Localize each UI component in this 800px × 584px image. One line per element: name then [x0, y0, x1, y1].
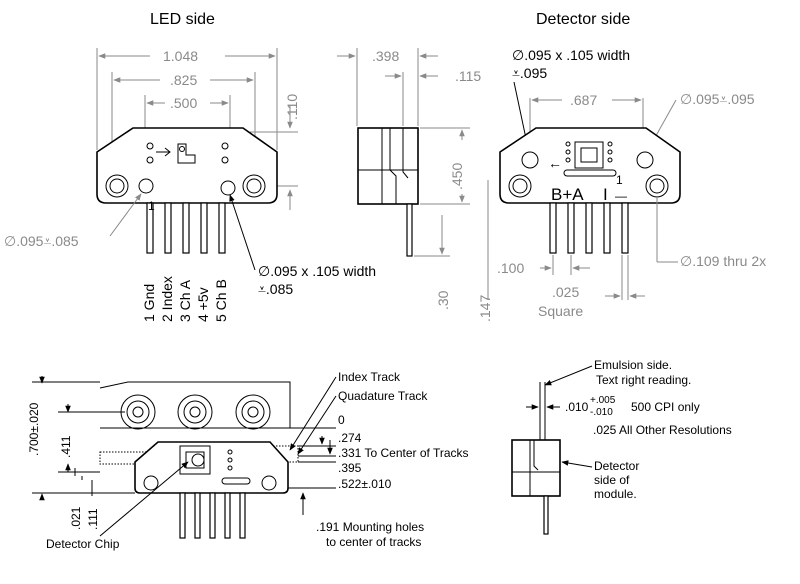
label-emulsion-1: Emulsion side. — [594, 358, 672, 372]
detector-side-title: Detector side — [536, 11, 630, 28]
det-slot-note-1: ∅.095 x .105 width — [512, 47, 630, 63]
bottom-right-detail: Emulsion side. Text right reading. .010 … — [511, 358, 732, 535]
label-index-track: Index Track — [338, 370, 401, 384]
label-274: .274 — [338, 431, 362, 445]
led-slot-note-1: ∅.095 x .105 width — [258, 263, 376, 279]
pin-label-2: 2 Index — [159, 276, 175, 322]
pin-label-5: 5 Ch B — [213, 279, 229, 322]
dim-pin-offset: .147 — [477, 295, 493, 322]
detector-note-2: side of — [594, 473, 630, 487]
tol-plus: +.005 — [590, 395, 616, 406]
det-index-sub: — — [615, 189, 627, 203]
dim-021: .021 — [69, 506, 83, 530]
det-text-bottom: B+A — [551, 185, 584, 204]
label-emulsion-2: Text right reading. — [596, 373, 691, 387]
detector-chip-square — [574, 141, 604, 169]
label-mount-1: .191 Mounting holes — [316, 520, 424, 534]
det-slot-note-2: ⩡.095 — [512, 65, 547, 81]
dim-hole-spacing: .825 — [170, 72, 197, 88]
det-index-sup: 1 — [616, 173, 623, 187]
detector-note-1: Detector — [594, 459, 639, 473]
bottom-left-assembly: .700±.020 .411 .021 .111 Index Track Qua… — [27, 370, 469, 551]
label-zero: 0 — [338, 413, 345, 427]
detector-note-3: module. — [594, 487, 637, 501]
left-led-hole — [138, 178, 154, 194]
dim-side-width: .398 — [372, 48, 399, 64]
dim-pin-square-1: .025 — [552, 284, 579, 300]
tol-minus: -.010 — [590, 407, 613, 418]
side-view: .398 .115 .450 .30 .147 — [337, 48, 493, 322]
detector-body-outline — [499, 127, 681, 204]
label-detector-chip: Detector Chip — [46, 537, 120, 551]
det-right-hole-note: ∅.095⩡.095 — [680, 91, 755, 107]
dim-center-spacing: .687 — [570, 92, 597, 108]
left-hole-note: ∅.095⩡.085 — [4, 233, 79, 249]
pin-label-3: 3 Ch A — [177, 279, 193, 322]
dim-700: .700±.020 — [27, 402, 41, 456]
label-331: .331 To Center of Tracks — [338, 446, 469, 460]
pin-label-1: 1 Gnd — [141, 284, 157, 322]
pin-label-4: 4 +5v — [195, 287, 211, 322]
right-led-slot — [220, 180, 236, 196]
dim-side-slot: .115 — [455, 68, 481, 84]
label-quadrature-track: Quadature Track — [338, 389, 428, 403]
det-arrow-mark: ← — [548, 155, 562, 171]
led-side-view: LED side 1.048 .825 .500 .110 — [4, 11, 376, 322]
detector-side-view: Detector side ∅.095 x .105 width ⩡.095 .… — [497, 11, 766, 319]
dim-overall-width: 1.048 — [163, 48, 198, 64]
led-pins: 1 — [146, 199, 226, 254]
dim-top-height: .110 — [284, 94, 300, 120]
cpi-note: 500 CPI only — [631, 400, 700, 414]
dim-111: .111 — [86, 508, 100, 530]
label-522: .522±.010 — [338, 477, 392, 491]
dim-pin-length: .30 — [435, 290, 451, 310]
tol-base: .010 — [565, 400, 589, 414]
led-body-outline — [96, 127, 278, 204]
dim-pad-spacing: .500 — [170, 95, 197, 111]
det-thru-note: ∅.109 thru 2x — [680, 253, 766, 269]
dim-411: .411 — [59, 435, 73, 458]
det-index-mark: I — [603, 185, 608, 204]
label-395: .395 — [338, 461, 362, 475]
dim-side-height: .450 — [449, 163, 465, 190]
dim-pin-square-2: Square — [538, 303, 583, 319]
dim-pitch: .100 — [497, 260, 524, 276]
led-slot-note-2: ⩡.085 — [258, 281, 293, 297]
svg-text:1: 1 — [148, 199, 155, 213]
led-side-title: LED side — [150, 11, 215, 28]
other-res-note: .025 All Other Resolutions — [593, 423, 732, 437]
label-mount-2: to center of tracks — [326, 535, 421, 549]
side-body — [357, 127, 419, 205]
